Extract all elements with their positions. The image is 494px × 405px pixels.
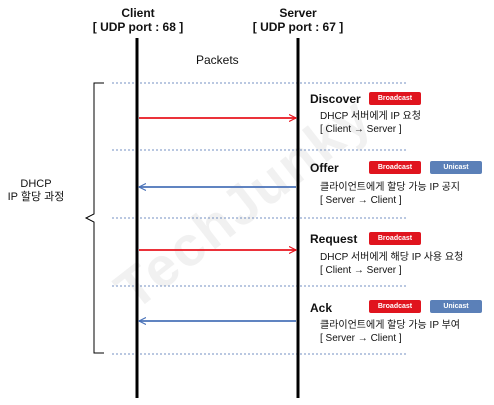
- step-request-desc: DHCP 서버에게 해당 IP 사용 요청 [ Client → Server …: [320, 251, 463, 277]
- step-offer-text: 클라이언트에게 할당 가능 IP 공지: [320, 182, 460, 193]
- process-brace: [84, 82, 104, 354]
- client-header: Client [ UDP port : 68 ]: [88, 6, 188, 34]
- step-offer-desc: 클라이언트에게 할당 가능 IP 공지 [ Server → Client ]: [320, 181, 460, 207]
- unicast-badge: Unicast: [430, 161, 482, 174]
- step-ack-title: Ack: [310, 301, 333, 315]
- step-request-flow: [ Client → Server ]: [320, 265, 402, 276]
- step-offer-title: Offer: [310, 161, 339, 175]
- process-label: DHCP IP 할당 과정: [4, 178, 68, 204]
- broadcast-badge: Broadcast: [369, 92, 421, 105]
- server-header: Server [ UDP port : 67 ]: [248, 6, 348, 34]
- step-ack-text: 클라이언트에게 할당 가능 IP 부여: [320, 320, 460, 331]
- step-offer-flow: [ Server → Client ]: [320, 195, 402, 206]
- broadcast-badge: Broadcast: [369, 232, 421, 245]
- step-discover-flow: [ Client → Server ]: [320, 124, 402, 135]
- process-label-line1: DHCP: [20, 178, 52, 190]
- broadcast-badge: Broadcast: [369, 300, 421, 313]
- unicast-badge: Unicast: [430, 300, 482, 313]
- client-port: [ UDP port : 68 ]: [92, 20, 184, 34]
- step-ack-flow: [ Server → Client ]: [320, 333, 402, 344]
- step-discover-desc: DHCP 서버에게 IP 요청 [ Client → Server ]: [320, 110, 421, 136]
- step-request-text: DHCP 서버에게 해당 IP 사용 요청: [320, 252, 464, 263]
- step-request-title: Request: [310, 232, 358, 246]
- step-ack-desc: 클라이언트에게 할당 가능 IP 부여 [ Server → Client ]: [320, 319, 460, 345]
- server-title: Server: [279, 6, 317, 20]
- broadcast-badge: Broadcast: [369, 161, 421, 174]
- client-title: Client: [121, 6, 155, 20]
- process-label-line2: IP 할당 과정: [7, 191, 65, 203]
- step-discover-title: Discover: [310, 92, 361, 106]
- server-port: [ UDP port : 67 ]: [252, 20, 344, 34]
- step-discover-text: DHCP 서버에게 IP 요청: [320, 111, 421, 122]
- packets-label: Packets: [196, 53, 239, 67]
